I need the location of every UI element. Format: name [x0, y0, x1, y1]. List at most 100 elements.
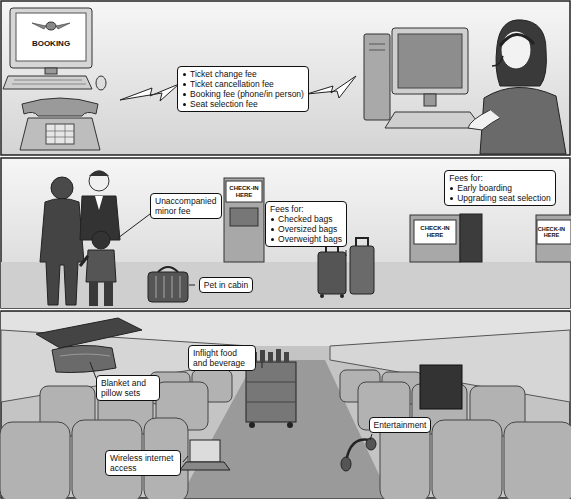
- callout-box: Entertainment: [369, 417, 432, 433]
- bullet-row: Upgrading seat selection: [449, 193, 551, 203]
- callout-box: Wireless internet access: [105, 450, 181, 476]
- overhead-bin-open: [36, 318, 142, 373]
- check-in-kiosks-part: [460, 214, 482, 262]
- luggage-part: [340, 294, 344, 298]
- traveller-woman-part: [51, 177, 73, 199]
- telephone-part: [20, 118, 100, 150]
- overhead-bin-open-part: [36, 318, 142, 348]
- headphones: [341, 438, 376, 471]
- bullet-row: Checked bags: [270, 214, 342, 224]
- bullet-dot: [183, 93, 186, 96]
- luggage-part: [320, 294, 324, 298]
- bullet-item: Booking fee (phone/in person): [190, 89, 304, 99]
- pet-carrier-part: [158, 267, 178, 272]
- luggage-part: [356, 238, 368, 246]
- callout-box: Fees for:Early boardingUpgrading seat se…: [444, 170, 556, 206]
- booking-computer-part: [46, 22, 56, 30]
- bullet-item: Upgrading seat selection: [457, 193, 551, 203]
- laptop: [180, 440, 230, 470]
- agent-workstation-part: [398, 34, 462, 88]
- check-in-agent-part: [89, 171, 109, 191]
- leader-lines-part: [118, 214, 150, 238]
- drinks-cart-part: [284, 352, 289, 362]
- panel-frames-part: [1, 1, 570, 155]
- leader-lines-part: [183, 456, 188, 462]
- callout-text: Pet in cabin: [204, 280, 248, 290]
- drinks-cart-part: [246, 382, 296, 402]
- bullet-row: Oversized bags: [270, 224, 342, 234]
- luggage-part: [350, 246, 374, 294]
- check-in-agent-part: [95, 196, 103, 210]
- child: [80, 231, 116, 306]
- booking-computer-part: [12, 80, 86, 84]
- drinks-cart-part: [287, 422, 293, 428]
- booking-computer-part: [16, 13, 86, 61]
- callout-box: Pet in cabin: [199, 277, 253, 293]
- customer-service-agent-part: [500, 34, 534, 46]
- telephone-part: [46, 124, 74, 144]
- overhead-bin-open-part: [52, 345, 116, 372]
- agent-workstation-part: [392, 28, 468, 94]
- traveller-woman: [40, 177, 84, 305]
- child-part: [80, 256, 88, 266]
- check-in-kiosks-part: [414, 220, 456, 244]
- callout-box: Inflight food and beverage: [188, 345, 256, 371]
- headphones-part: [366, 438, 376, 450]
- callout-text: Entertainment: [374, 420, 427, 430]
- agent-workstation-part: [385, 112, 482, 128]
- leader-lines-part: [346, 250, 347, 256]
- signal-bolts-part: [120, 84, 179, 101]
- telephone: [20, 98, 100, 150]
- bullet-item: Ticket cancellation fee: [190, 79, 274, 89]
- agent-workstation-part: [369, 44, 385, 50]
- bullet-item: Ticket change fee: [190, 69, 257, 79]
- laptop-part: [190, 440, 220, 462]
- callout-text: Inflight food and beverage: [193, 348, 251, 368]
- bullet-item: Oversized bags: [278, 224, 337, 234]
- bullet-item: Early boarding: [457, 183, 512, 193]
- bullet-row: Ticket change fee: [182, 69, 304, 79]
- child-part: [89, 282, 98, 306]
- agent-workstation-part: [424, 94, 436, 106]
- check-in-kiosks-part: [224, 178, 264, 262]
- child-part: [86, 250, 116, 282]
- callout-box: Fees for:Checked bagsOversized bagsOverw…: [265, 201, 347, 247]
- bullet-dot: [450, 197, 453, 200]
- booking-computer-part: [3, 76, 92, 89]
- callout-text: Unaccompanied minor fee: [155, 196, 217, 216]
- leader-lines-part: [370, 434, 372, 440]
- seats-part: [504, 422, 571, 499]
- leader-lines-part: [90, 362, 96, 378]
- seatback-screen: [420, 365, 462, 409]
- agent-workstation-part: [364, 34, 390, 120]
- bullet-item: Seat selection fee: [190, 99, 258, 109]
- leader-lines: [90, 214, 372, 462]
- check-in-kiosks-part: [536, 215, 571, 262]
- telephone-part: [46, 124, 74, 144]
- bullet-dot: [271, 218, 274, 221]
- callout-text: Fees for:: [270, 204, 342, 214]
- booking-computer-part: [45, 68, 57, 74]
- bullet-item: Checked bags: [278, 214, 332, 224]
- agent-workstation: [364, 28, 482, 128]
- bullet-dot: [271, 228, 274, 231]
- drinks-cart-part: [246, 362, 296, 422]
- callout-box: Ticket change feeTicket cancellation fee…: [177, 66, 309, 112]
- kiosk-sign-label: CHECK-IN HERE: [415, 225, 456, 238]
- laptop-part: [180, 462, 230, 470]
- callout-text: Blanket and pillow sets: [101, 378, 155, 398]
- callout-text: Wireless internet access: [110, 453, 176, 473]
- bullet-dot: [183, 103, 186, 106]
- screen-label: BOOKING: [18, 40, 84, 49]
- luggage-part: [318, 252, 346, 294]
- customer-service-agent: [468, 20, 566, 154]
- check-in-agent-part: [89, 171, 109, 177]
- check-in-kiosks-part: [410, 215, 460, 262]
- callout-box: Unaccompanied minor fee: [150, 193, 222, 219]
- bullet-row: Booking fee (phone/in person): [182, 89, 304, 99]
- cabin-interior-part: [1, 330, 250, 402]
- callout-text: Fees for:: [449, 173, 551, 183]
- drinks-cart-part: [249, 422, 255, 428]
- drinks-cart-part: [260, 350, 265, 362]
